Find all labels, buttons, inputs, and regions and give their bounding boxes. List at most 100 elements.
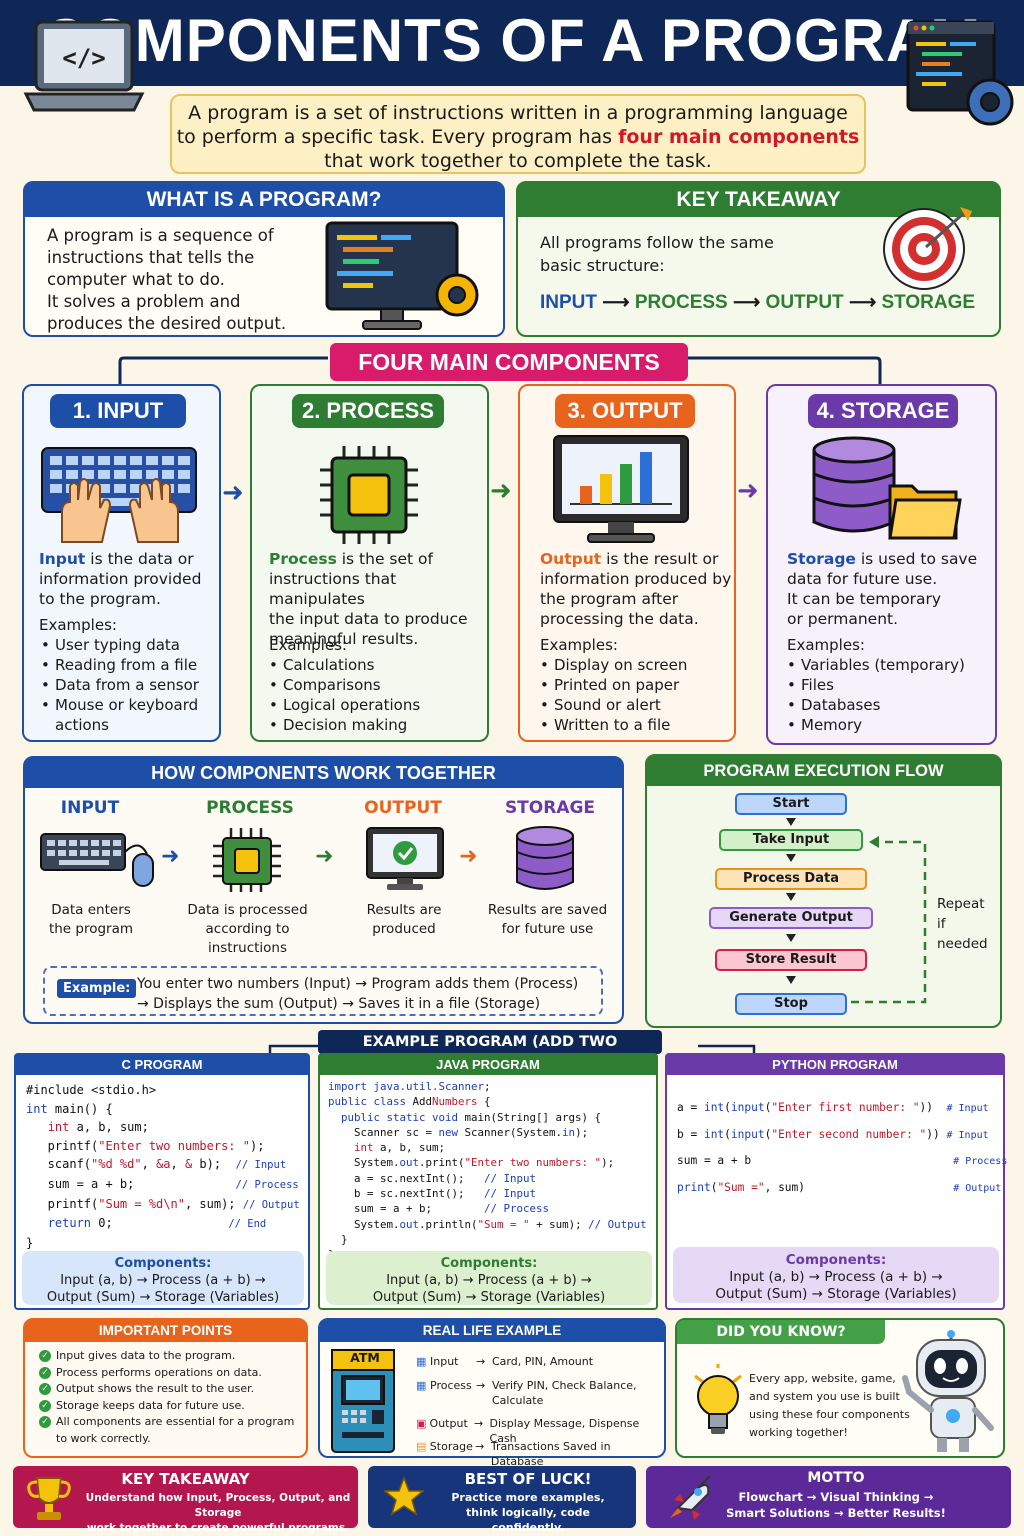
- list-item: Comparisons: [267, 675, 482, 695]
- footer-line: think logically, code confidently.: [465, 1506, 591, 1534]
- list-item: ✓All components are essential for a prog…: [39, 1414, 305, 1447]
- list-item: ✓Output shows the result to the user.: [39, 1381, 305, 1398]
- storage-desc-line: It can be temporary: [787, 590, 942, 608]
- input-icon: ▦: [416, 1355, 427, 1368]
- process-desc-line: is the set of: [336, 550, 433, 568]
- four-components-title: FOUR MAIN COMPONENTS: [330, 343, 688, 381]
- repeat-line: if needed: [937, 916, 988, 952]
- example-line: You enter two numbers (Input) → Program …: [137, 976, 579, 992]
- footer-line: Practice more examples,: [451, 1491, 605, 1504]
- footer-line: Flowchart → Visual Thinking →: [738, 1490, 934, 1504]
- python-code: a = int(input("Enter first number: ")) #…: [677, 1101, 1008, 1194]
- python-components: Components: Input (a, b) → Process (a + …: [673, 1247, 999, 1303]
- storage-desc-line: data for future use.: [787, 570, 938, 588]
- storage-desc-line: or permanent.: [787, 610, 899, 628]
- flow-output: OUTPUT: [765, 292, 844, 313]
- components-label: Components:: [785, 1252, 887, 1268]
- components-line: Output (Sum) → Storage (Variables): [46, 1290, 280, 1305]
- database-folder-icon: [812, 436, 962, 540]
- footer-title: KEY TAKEAWAY: [121, 1470, 250, 1488]
- process-desc-line: the input data to produce: [269, 610, 468, 628]
- how-caption-process: Data is processed according to instructio…: [175, 901, 320, 958]
- components-label: Components:: [440, 1256, 538, 1271]
- footer-line: Smart Solutions → Better Results!: [726, 1506, 946, 1520]
- important-points-panel: IMPORTANT POINTS ✓Input gives data to th…: [23, 1318, 308, 1458]
- components-line: Input (a, b) → Process (a + b) →: [729, 1269, 943, 1285]
- list-item: Variables (temporary): [785, 655, 995, 675]
- example-box: Example: You enter two numbers (Input) →…: [43, 966, 603, 1016]
- check-icon: ✓: [39, 1383, 51, 1396]
- caption-line: Data is processed: [187, 902, 308, 918]
- real-row: ▦Process→Verify PIN, Check Balance, Calc…: [416, 1378, 664, 1416]
- input-card: 1. INPUT Input is the data or informatio…: [22, 384, 221, 742]
- storage-desc-line: is used to save: [855, 550, 978, 568]
- list-item: Logical operations: [267, 695, 482, 715]
- real-row: ▤Storage→Transactions Saved in Database: [416, 1439, 664, 1468]
- example-connector: [268, 1044, 756, 1054]
- keyboard-mouse-icon: [40, 833, 154, 887]
- page-title: COMPONENTS OF A PROGRAM: [42, 7, 982, 74]
- did-you-know-panel: DID YOU KNOW? Every app, website, game, …: [675, 1318, 1005, 1458]
- structure-flow: INPUT ⟶ PROCESS ⟶ OUTPUT ⟶ STORAGE: [540, 292, 976, 313]
- how-title: HOW COMPONENTS WORK TOGETHER: [25, 758, 622, 788]
- java-title: JAVA PROGRAM: [320, 1055, 656, 1075]
- what-line: produces the desired output.: [47, 314, 287, 333]
- intro-box: A program is a set of instructions writt…: [170, 94, 866, 174]
- list-item: Mouse or keyboard actions: [39, 695, 219, 735]
- components-line: Input (a, b) → Process (a + b) →: [60, 1273, 266, 1288]
- key-takeaway-panel: KEY TAKEAWAY All programs follow the sam…: [516, 181, 1001, 337]
- what-title: WHAT IS A PROGRAM?: [25, 183, 503, 217]
- intro-line-1: A program is a set of instructions writt…: [188, 102, 848, 124]
- what-is-program-panel: WHAT IS A PROGRAM? A program is a sequen…: [23, 181, 505, 337]
- components-line: Output (Sum) → Storage (Variables): [715, 1286, 957, 1302]
- input-term: Input: [39, 550, 86, 568]
- footer-motto: MOTTO Flowchart → Visual Thinking → Smar…: [646, 1466, 1011, 1528]
- rocket-icon: [670, 1475, 711, 1520]
- header-bar: [0, 0, 1024, 86]
- dyk-line: using these four components: [749, 1408, 910, 1421]
- intro-highlight: four main components: [618, 126, 860, 148]
- input-desc-line: is the data or: [85, 550, 194, 568]
- repeat-loop-arrow: [851, 836, 927, 1004]
- footer-line: Understand how Input, Process, Output, a…: [85, 1492, 351, 1519]
- footer-key-takeaway: KEY TAKEAWAY Understand how Input, Proce…: [13, 1466, 358, 1534]
- arrow-down-icon: [786, 976, 796, 984]
- example-text: You enter two numbers (Input) → Program …: [137, 974, 578, 1014]
- flow-storage: STORAGE: [881, 292, 976, 313]
- monitor-code-icon: [325, 221, 479, 330]
- list-item: Sound or alert: [538, 695, 734, 715]
- cpu-chip-icon: [213, 828, 281, 892]
- input-desc: Input is the data or information provide…: [39, 549, 201, 609]
- check-icon: ✓: [39, 1399, 51, 1412]
- real-rows: ▦Input→Card, PIN, Amount ▦Process→Verify…: [416, 1354, 664, 1468]
- arrow-right-icon: ➜: [315, 844, 334, 869]
- footer-text: Flowchart → Visual Thinking → Smart Solu…: [686, 1489, 986, 1521]
- list-item: Calculations: [267, 655, 482, 675]
- intro-line-3: that work together to complete the task.: [324, 150, 712, 172]
- real-title: REAL LIFE EXAMPLE: [320, 1320, 664, 1342]
- c-title: C PROGRAM: [16, 1055, 308, 1075]
- caption-line: according to instructions: [205, 921, 290, 956]
- connector-lines: [118, 356, 882, 384]
- real-life-panel: REAL LIFE EXAMPLE ATM ▦Input→Card, PIN, …: [318, 1318, 666, 1468]
- arrow-right-icon: ➜: [459, 844, 478, 869]
- process-examples: Calculations Comparisons Logical operati…: [267, 655, 482, 735]
- real-row-label: Input: [430, 1355, 459, 1368]
- laptop-code-icon: </>: [23, 20, 145, 112]
- point-text: Process performs operations on data.: [56, 1365, 262, 1379]
- real-row-value: Card, PIN, Amount: [492, 1355, 594, 1368]
- dyk-line: working together!: [749, 1426, 848, 1439]
- java-program-panel: JAVA PROGRAM import java.util.Scanner; p…: [318, 1053, 658, 1310]
- output-examples: Display on screen Printed on paper Sound…: [538, 655, 734, 735]
- storage-examples-label: Examples:: [787, 636, 865, 654]
- flow-store-result: Store Result: [715, 949, 867, 971]
- robot-icon: [902, 1330, 994, 1452]
- check-icon: ✓: [39, 1350, 51, 1362]
- process-desc-line: meaningful results.: [269, 630, 419, 648]
- arrow-right-icon: ➜: [737, 476, 759, 506]
- list-item: Memory: [785, 715, 995, 735]
- what-line: A program is a sequence of: [47, 226, 274, 245]
- point-text: Storage keeps data for future use.: [56, 1398, 245, 1412]
- monitor-check-icon: [366, 827, 444, 890]
